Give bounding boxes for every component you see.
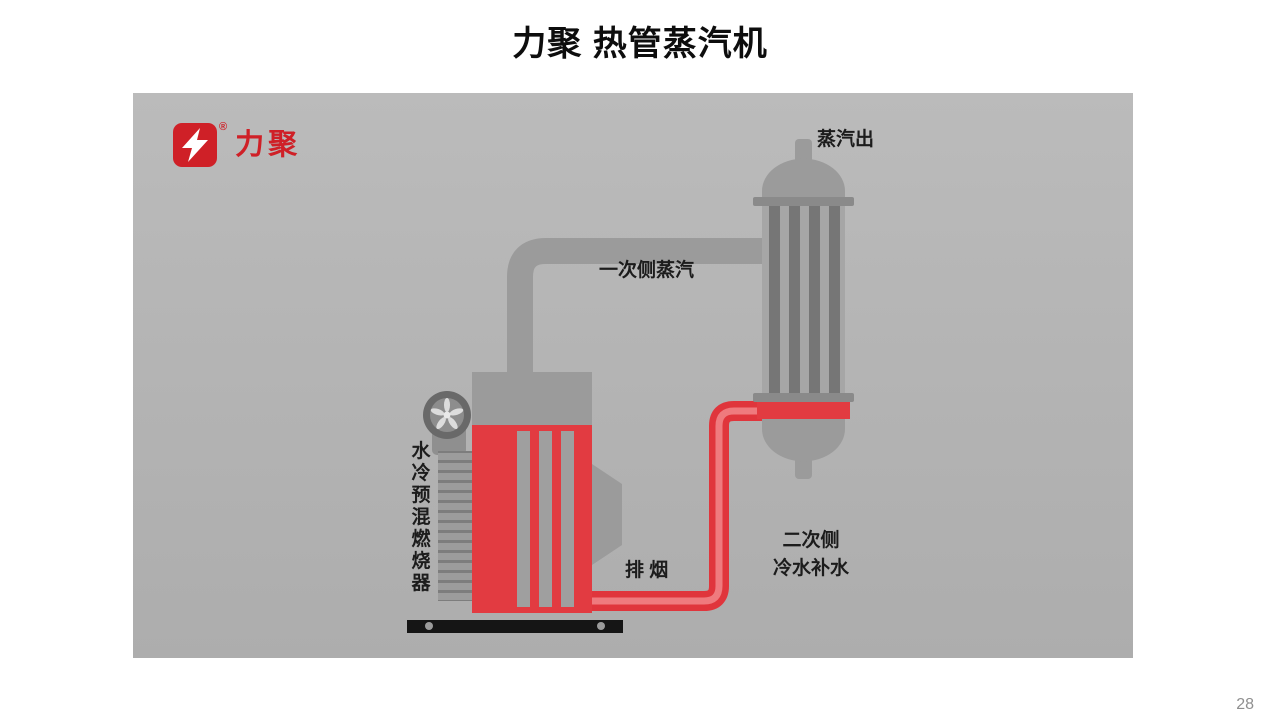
label-secondary-bottom: 冷水补水 — [772, 558, 849, 579]
label-secondary-water: 二次侧 冷水补水 — [761, 527, 861, 583]
page-title: 力聚 热管蒸汽机 — [512, 25, 768, 63]
label-secondary-top: 二次侧 — [782, 530, 840, 551]
boiler-body — [432, 372, 622, 613]
logo: ® 力聚 — [173, 121, 302, 167]
page-number: 28 — [1236, 696, 1254, 713]
label-exhaust: 排 烟 — [625, 560, 669, 581]
diagram-panel: ® 力聚 蒸汽出 一次侧蒸汽 水冷预混燃烧器 排 烟 二次侧 冷水补水 — [133, 93, 1133, 658]
logo-text: 力聚 — [235, 129, 302, 161]
label-primary-steam: 一次侧蒸汽 — [599, 260, 695, 281]
label-steam-out: 蒸汽出 — [817, 129, 875, 150]
steam-generator-diagram — [407, 139, 854, 633]
primary-steam-pipe — [507, 238, 783, 385]
base-stand — [407, 620, 623, 633]
burner-fan-icon — [423, 391, 471, 439]
secondary-water-pipe — [585, 401, 778, 611]
exhaust-duct — [592, 464, 622, 565]
logo-lightning-icon — [173, 123, 217, 167]
label-burner: 水冷预混燃烧器 — [411, 441, 431, 594]
registered-mark: ® — [219, 121, 228, 133]
heat-exchanger-vessel — [753, 139, 854, 479]
